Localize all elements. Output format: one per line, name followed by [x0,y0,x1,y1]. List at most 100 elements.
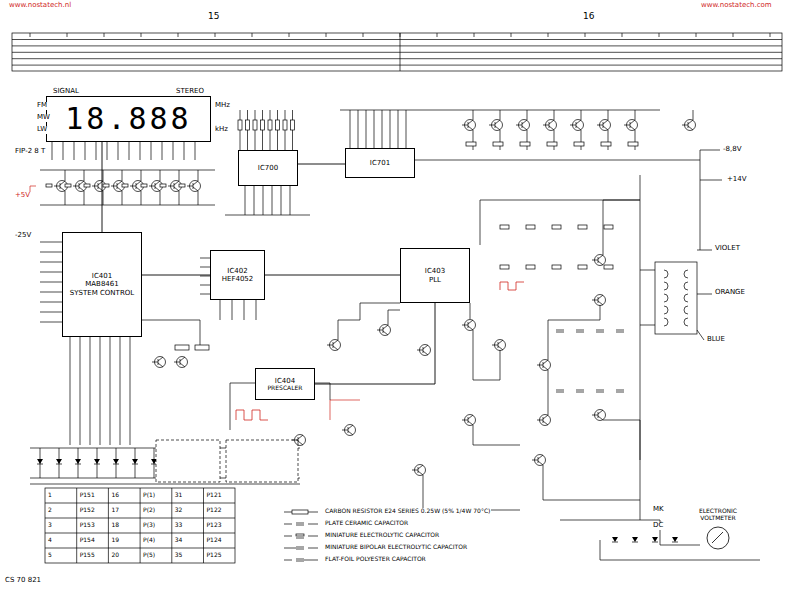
table-cell: P122 [206,507,223,514]
transistor-symbol [158,357,163,361]
grid-tick [326,33,327,37]
diode-symbol [113,459,119,464]
table-cell: 1 [47,492,53,499]
wire [697,294,712,295]
transistor-symbol [630,120,635,124]
resistor-symbol [547,142,557,146]
resistor-symbol [500,225,509,229]
table-line [76,488,77,563]
wire-connector [298,164,345,165]
table-cell: 31 [174,492,184,499]
wire [118,142,119,160]
transistor-symbol [298,435,303,439]
transistor-symbol [187,186,193,187]
table-cell: P151 [79,492,96,499]
transistor-symbol [180,363,185,367]
grid-tick [659,33,660,37]
diode-symbol [632,542,638,543]
transistor-symbol [168,186,174,187]
table-cell: 33 [174,522,184,529]
table-cell: 16 [110,492,120,499]
signal-label: DC [652,522,664,530]
transistor-symbol [630,126,635,130]
resistor-symbol [574,142,584,146]
transistor-symbol [598,410,603,414]
wire [554,110,555,120]
wire [500,110,501,120]
wire [40,282,62,283]
wire [272,186,273,215]
table-cell: P153 [79,522,96,529]
transformer-symbol [655,262,697,334]
wire [40,322,62,323]
table-cell: P(5) [142,552,156,559]
legend-entry: FLAT-FOIL POLYESTER CAPACITOR [324,556,427,563]
wire [473,425,520,445]
diode-symbol [56,459,62,464]
transformer-coil [684,282,688,290]
wire [142,320,200,321]
transistor-symbol [468,320,473,324]
transistor-symbol [549,120,554,124]
table-cell: P154 [79,537,96,544]
wire [110,337,111,445]
diode-symbol [37,459,43,464]
signal-label: +5V [14,192,31,200]
transistor-symbol [136,181,141,185]
ic-name: IC401 [92,272,112,280]
wire [63,142,64,160]
ic-name: IC402 [227,267,247,275]
signal-label: FM [36,102,48,110]
capacitor-symbol [296,549,304,550]
wire [141,170,142,181]
resistor-symbol [552,265,561,269]
signal-label: MK [652,506,665,514]
transistor-symbol [597,125,603,126]
transistor-symbol [543,366,548,370]
transistor-symbol [538,455,543,459]
legend-lead [308,548,318,549]
waveform-note [500,282,524,290]
signal-label: VIOLET [714,245,741,253]
grid-tick [289,33,290,37]
resistor-symbol [578,225,587,229]
grid-tick [30,33,31,37]
transistor-symbol [462,420,468,421]
wire [151,142,152,160]
reference-grid [12,33,782,71]
grid-tick [770,33,771,37]
transistor-symbol [495,120,500,124]
transistor-symbol [570,125,576,126]
transistor-symbol [60,181,65,185]
wire [697,250,712,251]
wire [103,170,104,181]
wire [162,142,163,160]
transistor-symbol [130,186,136,187]
transistor-symbol [603,126,608,130]
wire [254,186,255,215]
wire [700,150,720,151]
transistor-symbol [532,460,538,461]
diode-symbol [37,464,43,465]
signal-label: -25V [14,232,32,240]
wire [103,191,104,205]
wire [263,186,264,215]
resistor-symbol [195,345,209,350]
legend-lead [308,536,318,537]
diode-symbol [612,542,618,543]
display-panel: 18.888 [46,96,211,142]
wire [40,205,215,206]
grid-line [12,58,782,59]
transistor-symbol [598,255,603,259]
watermark: www.nostatech.com [700,2,773,10]
watermark: www.nostatech.nl [8,2,72,10]
transistor-symbol [298,441,303,445]
wire [543,465,640,500]
ic-name: IC404 [275,377,295,385]
transistor-symbol [576,120,581,124]
wire [480,200,640,201]
wire [358,110,359,148]
wire [40,302,62,303]
page-number: 16 [582,12,595,22]
